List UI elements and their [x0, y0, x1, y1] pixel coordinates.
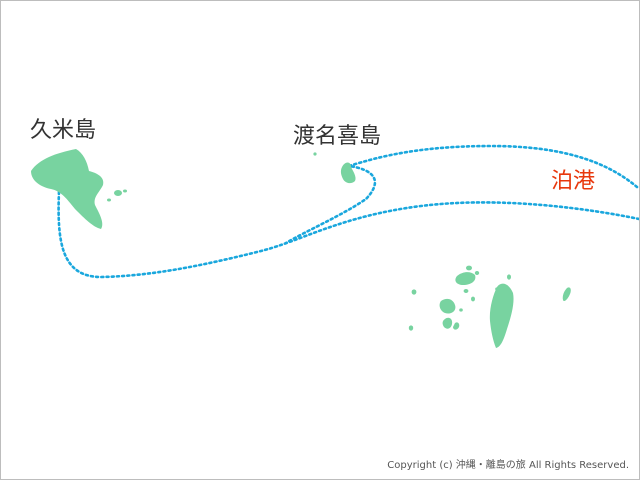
- kume-islet: [107, 198, 111, 202]
- aka-island: [442, 317, 453, 329]
- tonaki-island: [340, 162, 356, 184]
- kerama-islet-east: [562, 287, 571, 302]
- route-tomari-tonaki: [284, 144, 639, 245]
- tonaki-islet: [313, 152, 317, 156]
- kerama-islet: [463, 289, 469, 293]
- kume-islet: [123, 189, 127, 193]
- kerama-islet: [459, 308, 463, 312]
- tomari-port-label: 泊港: [551, 169, 596, 194]
- tonaki-island-label: 渡名喜島: [293, 124, 382, 149]
- kume-island-label: 久米島: [30, 118, 97, 143]
- route-tomari-kume: [57, 189, 639, 279]
- kume-island: [31, 149, 104, 229]
- tokashiki-island: [489, 283, 514, 348]
- kerama-islet: [474, 271, 480, 275]
- zamami-island: [439, 298, 456, 314]
- kerama-islet: [471, 296, 475, 302]
- kerama-islet: [408, 325, 414, 331]
- islands: [31, 149, 571, 348]
- kerama-islet: [495, 287, 499, 291]
- kume-islet: [114, 190, 122, 196]
- kerama-islet: [411, 289, 417, 295]
- copyright-notice: Copyright (c) 沖縄・離島の旅 All Rights Reserve…: [387, 460, 629, 471]
- kerama-islet-north: [455, 272, 476, 285]
- ferry-routes: [57, 144, 639, 279]
- kerama-islet: [507, 274, 511, 280]
- geruma-island: [453, 322, 460, 330]
- kerama-islet: [466, 265, 472, 271]
